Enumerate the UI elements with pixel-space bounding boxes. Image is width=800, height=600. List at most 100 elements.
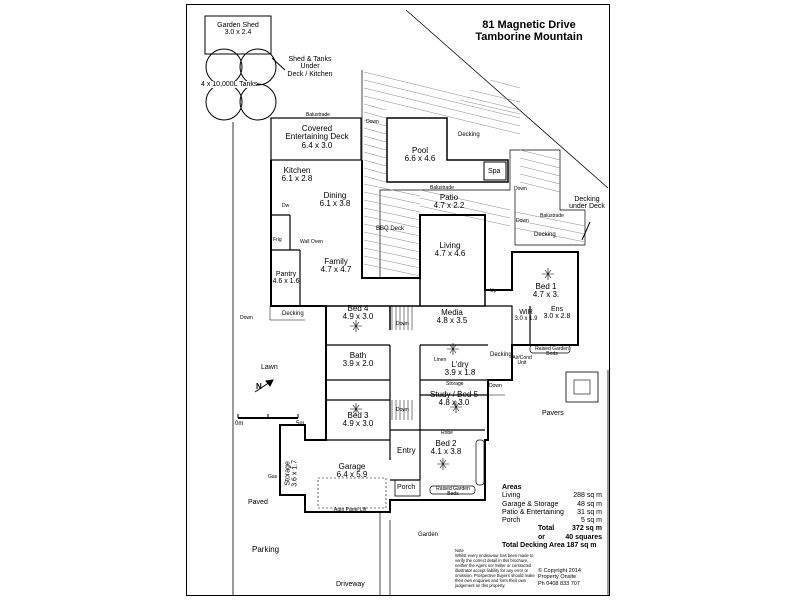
- decking-label-laundry: Decking: [490, 352, 512, 358]
- down-label-bed4: Down: [396, 321, 409, 327]
- tank-2: [239, 48, 277, 86]
- disclaimer-note: Note Whilst every endeavour has been mad…: [455, 548, 537, 588]
- stairs: [269, 306, 505, 420]
- linen-label: Linen: [434, 357, 447, 363]
- title-line-2: Tamborine Mountain: [475, 30, 583, 43]
- down-label-deck: Down: [366, 119, 379, 125]
- ceiling-fans: [350, 268, 554, 470]
- porch-outline: [394, 479, 421, 497]
- porch-label: Porch: [397, 484, 416, 491]
- down-label-right: Down: [516, 218, 529, 224]
- north-label: N: [256, 382, 262, 391]
- down-label-spa: Down: [514, 186, 527, 192]
- balustrade-label-top: Balustrade: [306, 112, 330, 118]
- wall-oven-label: Wall Oven: [300, 239, 323, 245]
- pool-outline: [386, 117, 509, 183]
- up-label: Up: [490, 288, 497, 294]
- laundry-walls: [419, 344, 488, 430]
- dw-label: Dw: [282, 203, 290, 209]
- note-heading: Note: [455, 548, 464, 553]
- north-arrowhead: [265, 379, 274, 387]
- tanks-label: 4 x 10,000L Tanks: [201, 81, 258, 89]
- decking-label-pool: Decking: [458, 132, 480, 138]
- spa-outline: [483, 161, 507, 181]
- bed4-top-wall: [326, 305, 420, 330]
- garden-beds-label-front: Raised Garden Beds: [436, 486, 470, 498]
- garden-shed-outline: [204, 15, 272, 55]
- house-outline: [270, 160, 579, 513]
- pavers-inner: [573, 379, 591, 395]
- garden-beds-label-ens: Raised Garden Beds: [535, 346, 569, 358]
- driveway-label: Driveway: [336, 581, 365, 588]
- down-label-laundry: Down: [489, 383, 502, 389]
- tank-4: [239, 83, 277, 121]
- auto-panel-lift-label: Auto Panel Lift: [334, 507, 367, 513]
- gas-label: Gas: [268, 474, 278, 480]
- paved-label: Paved: [248, 499, 268, 506]
- garden-bed-ens: [529, 344, 571, 354]
- scale-5-label: 5m: [296, 421, 305, 427]
- tank-3: [205, 83, 243, 121]
- scale-0-label: 0m: [235, 421, 244, 427]
- driveway-lines: [379, 512, 391, 596]
- storage-inner-label: Storage: [446, 381, 464, 387]
- bath-walls: [326, 344, 391, 460]
- scale-ticks: [237, 414, 299, 418]
- balustrade-label-right: Balustrade: [540, 213, 564, 219]
- note-body: Whilst every endeavour has been made to …: [455, 553, 535, 589]
- decking-label-right: Decking: [534, 232, 556, 238]
- decking-total: Total Decking Area 187 sq m: [502, 541, 597, 549]
- title-line-1: 81 Magnetic Drive: [482, 19, 576, 31]
- garden-label: Garden: [418, 532, 439, 538]
- garden-bed-front: [429, 485, 476, 495]
- air-cond-label: Air/Cond Unit: [512, 355, 532, 367]
- robe-label: Robe: [441, 430, 453, 436]
- fridge-label: Frig: [273, 237, 282, 243]
- covered-deck-outline: [270, 117, 362, 161]
- decking-arrow: [581, 221, 591, 241]
- bbq-deck-label: BBQ Deck: [376, 226, 405, 232]
- decking-label-left: Decking: [282, 311, 304, 317]
- wir-ens-walls: [485, 305, 531, 345]
- down-label-left: Down: [240, 315, 253, 321]
- down-label-bed3: Down: [396, 407, 409, 413]
- entry-label: Entry: [397, 446, 416, 455]
- areas-heading: Areas: [502, 484, 522, 491]
- garage-door: [317, 477, 387, 509]
- plan-title: 81 Magnetic Drive Tamborine Mountain: [434, 19, 624, 43]
- spa-label: Spa: [488, 168, 501, 175]
- living-bottom-wall: [419, 278, 486, 307]
- pavers-square: [565, 371, 599, 403]
- parking-label: Parking: [252, 545, 280, 554]
- kitchen-pantry-walls: [271, 214, 301, 305]
- balustrade-label-patio: Balustrade: [430, 185, 454, 191]
- lawn-label: Lawn: [261, 364, 278, 371]
